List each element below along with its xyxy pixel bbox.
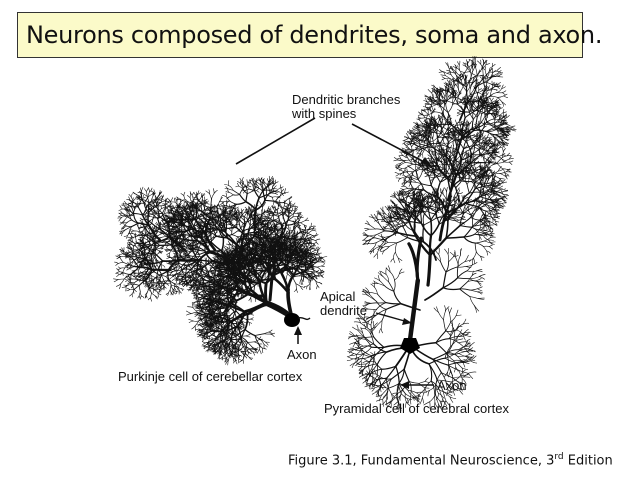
purkinje-axon — [297, 316, 311, 321]
caption-prefix: Figure 3.1, Fundamental Neuroscience, 3 — [288, 453, 555, 469]
slide-title: Neurons composed of dendrites, soma and … — [17, 12, 602, 58]
purkinje-soma — [284, 313, 300, 327]
label-dendritic-branches-1: Dendritic branches — [292, 92, 401, 107]
label-axon-right: Axon — [437, 378, 467, 393]
label-purkinje-cell: Purkinje cell of cerebellar cortex — [118, 369, 303, 384]
axon-arrow-right-head — [400, 381, 409, 389]
figure-caption: Figure 3.1, Fundamental Neuroscience, 3r… — [288, 452, 613, 468]
pointer-line-left — [235, 117, 316, 165]
purkinje-dendritic-tree — [113, 175, 328, 366]
caption-suffix: Edition — [563, 453, 613, 469]
apical-pointer-line — [375, 312, 409, 323]
label-apical-2: dendrite — [320, 303, 367, 318]
caption-sup: rd — [554, 452, 564, 462]
label-axon-left: Axon — [287, 347, 317, 362]
label-dendritic-branches-2: with spines — [291, 106, 357, 121]
apical-arrowhead — [402, 318, 412, 325]
label-pyramidal-cell: Pyramidal cell of cerebral cortex — [324, 401, 509, 416]
pointer-line-right — [351, 123, 429, 165]
pointer-arrowhead-right — [421, 157, 432, 167]
axon-arrow-left-head — [294, 326, 302, 335]
pyramidal-dendritic-tree — [346, 56, 517, 413]
label-apical-1: Apical — [320, 289, 356, 304]
pyramidal-soma — [400, 338, 420, 354]
